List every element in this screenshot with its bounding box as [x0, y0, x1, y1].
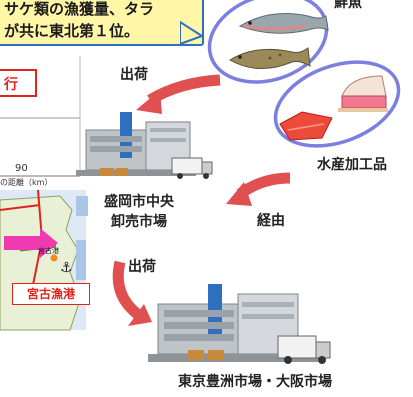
processed-label: 水産加工品 [317, 157, 387, 173]
ship-label-1: 出荷 [120, 67, 148, 83]
svg-text:⚓: ⚓ [60, 260, 73, 276]
callout-pointer [180, 20, 205, 46]
axis-value: 90 [15, 163, 28, 174]
salmon-icon [238, 13, 329, 34]
port-name-box: 宮古漁港 [12, 283, 90, 305]
fresh-fish-label: 鮮魚 [334, 0, 362, 11]
processed-ellipse [273, 60, 401, 148]
morioka-line-1: 盛岡市中央 [104, 194, 174, 210]
arrow-ship-2 [112, 260, 152, 326]
arrow-via [226, 172, 291, 206]
via-label: 経由 [257, 213, 285, 229]
salmon-fillet-icon [279, 111, 333, 141]
map-tag: 行 [4, 77, 18, 93]
callout-line-1: サケ類の漁獲量、タラ [4, 0, 155, 18]
morioka-market-icon [76, 112, 213, 179]
tokyo-market-icon [148, 284, 331, 364]
morioka-market-label: 盛岡市中央 卸売市場 [84, 192, 194, 232]
tokyo-osaka-market-label: 東京豊洲市場・大阪市場 [178, 374, 332, 390]
morioka-line-2: 卸売市場 [111, 214, 167, 230]
arrow-ship-1 [136, 74, 221, 114]
callout-text: サケ類の漁獲量、タラ が共に東北第１位。 [4, 0, 204, 42]
cod-icon [229, 47, 311, 70]
fresh-fish-ellipse [207, 0, 329, 84]
kamaboko-icon [338, 75, 388, 112]
axis-unit: の距離（km） [0, 178, 53, 187]
small-port-label: 宮古港 [38, 247, 59, 255]
callout-box [0, 0, 204, 46]
callout-line-2: が共に東北第１位。 [4, 22, 140, 40]
ship-label-2: 出荷 [128, 259, 156, 275]
